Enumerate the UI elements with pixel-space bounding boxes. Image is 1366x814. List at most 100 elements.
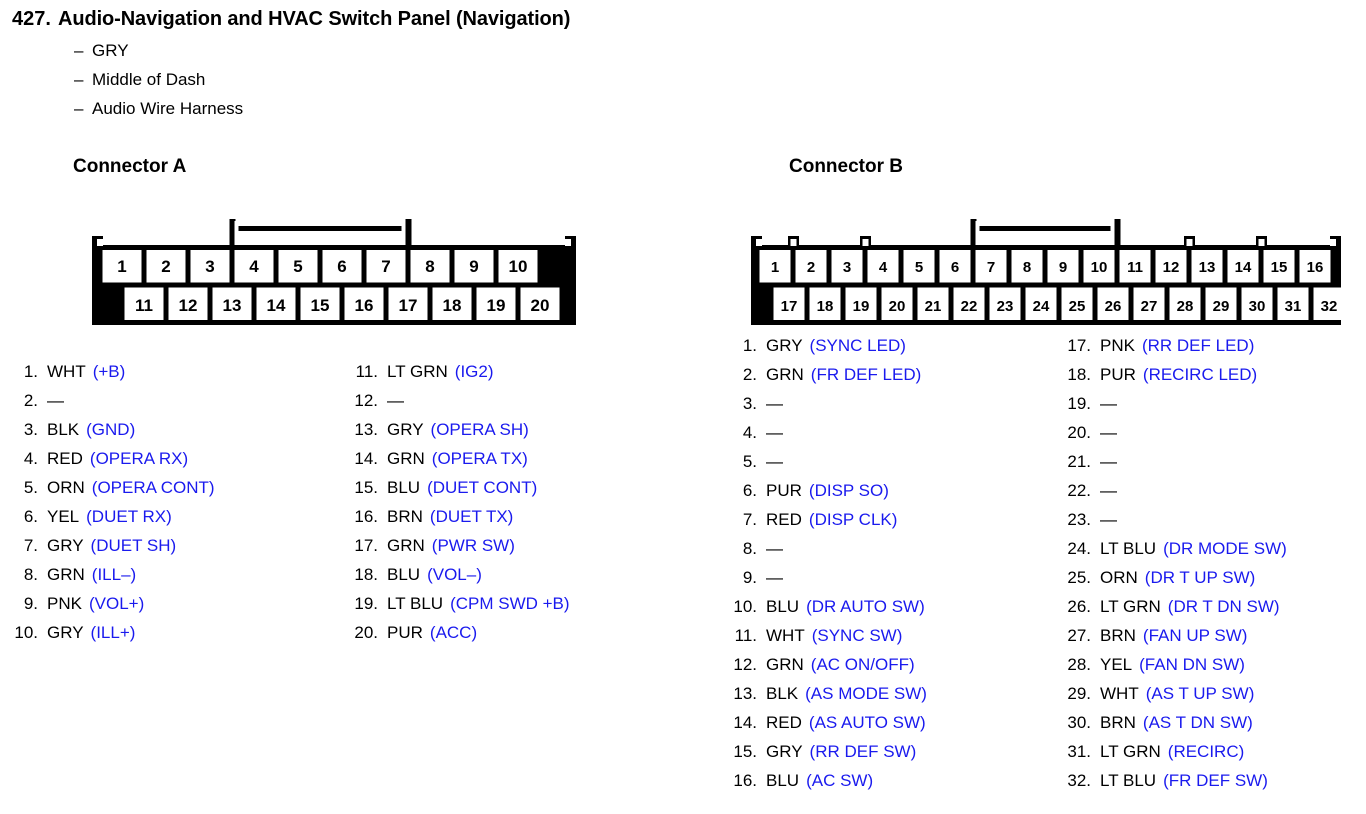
pin-cavity: [102, 250, 142, 283]
pin-signal-name: (OPERA SH): [430, 420, 529, 439]
pin-unused-marker: —: [1100, 481, 1117, 500]
pin-cavity: [146, 250, 186, 283]
pin-number: 22.: [1067, 481, 1091, 500]
pin-cavity: [1061, 287, 1093, 320]
pin-cavity-number: 4: [249, 257, 259, 276]
pin-number: 9.: [742, 568, 757, 587]
pin-wire-color: GRN: [387, 449, 425, 468]
pin-cavity: [278, 250, 318, 283]
section-title: Audio-Navigation and HVAC Switch Panel (…: [58, 8, 571, 30]
pin-cavity: [795, 250, 827, 283]
pin-wire-color: YEL: [1100, 655, 1133, 674]
pin-number: 10.: [733, 597, 757, 616]
pin-number: 26.: [1067, 597, 1091, 616]
pin-number: 5.: [23, 478, 38, 497]
pin-cavity-number: 6: [951, 259, 959, 276]
pin-row: 15.BLU(DUET CONT): [350, 478, 570, 507]
pin-row: 9.—: [729, 568, 927, 597]
pin-cavity: [759, 250, 791, 283]
pin-wire-color: RED: [47, 449, 83, 468]
pin-number: 14.: [733, 713, 757, 732]
pin-number: 16.: [354, 507, 378, 526]
pin-wire-color: PNK: [1100, 336, 1135, 355]
pin-number: 16.: [733, 771, 757, 790]
pin-cavity-number: 14: [267, 296, 286, 315]
pin-cavity: [1097, 287, 1129, 320]
pin-row: 32.LT BLU(FR DEF SW): [1063, 771, 1287, 800]
pin-number: 1.: [742, 336, 757, 355]
pin-cavity-number: 1: [117, 257, 126, 276]
pin-signal-name: (AS MODE SW): [805, 684, 927, 703]
pin-wire-color: GRN: [766, 655, 804, 674]
pin-number: 5.: [742, 452, 757, 471]
pin-row: 23.—: [1063, 510, 1287, 539]
pin-row: 8.—: [729, 539, 927, 568]
pin-number: 17.: [1067, 336, 1091, 355]
pin-signal-name: (DR T DN SW): [1167, 597, 1280, 616]
latch-post-slot: [1110, 221, 1115, 245]
pin-cavity: [410, 250, 450, 283]
pin-cavity-number: 23: [997, 298, 1014, 315]
pin-cavity-number: 8: [425, 257, 434, 276]
pin-cavity-number: 29: [1213, 298, 1230, 315]
pin-wire-color: BLK: [766, 684, 799, 703]
pin-number: 6.: [742, 481, 757, 500]
pin-cavity: [1133, 287, 1165, 320]
pin-cavity: [845, 287, 877, 320]
pin-row: 18.BLU(VOL–): [350, 565, 570, 594]
pin-cavity-number: 7: [987, 259, 995, 276]
pin-row: 24.LT BLU(DR MODE SW): [1063, 539, 1286, 568]
pin-signal-name: (AS T DN SW): [1142, 713, 1253, 732]
latch-post: [1114, 219, 1121, 247]
pin-row: 4.RED(OPERA RX): [12, 449, 215, 478]
pin-number: 32.: [1067, 771, 1091, 790]
pin-number: 9.: [23, 594, 38, 613]
pin-cavity-number: 2: [161, 257, 170, 276]
pin-cavity-number: 24: [1033, 298, 1050, 315]
pin-cavity-number: 20: [889, 298, 906, 315]
pin-signal-name: (OPERA RX): [89, 449, 189, 468]
pin-number: 10.: [14, 623, 38, 642]
pin-row: 27.BRN(FAN UP SW): [1063, 626, 1287, 655]
pin-signal-name: (DUET SH): [90, 536, 177, 555]
pin-wire-color: LT BLU: [1100, 771, 1157, 790]
pin-wire-color: WHT: [766, 626, 805, 645]
pin-row: 7.GRY(DUET SH): [12, 536, 215, 565]
latch-post: [229, 219, 236, 247]
keying-bump-slot: [1186, 239, 1193, 246]
pin-cavity: [1313, 287, 1345, 320]
pin-cavity-number: 27: [1141, 298, 1158, 315]
connector-a-pinlist-column-2: 11.LT GRN(IG2)12.—13.GRY(OPERA SH)14.GRN…: [350, 362, 570, 652]
pin-number: 3.: [742, 394, 757, 413]
pin-wire-color: GRY: [47, 536, 84, 555]
pin-cavity-number: 3: [843, 259, 851, 276]
pin-cavity-number: 12: [179, 296, 198, 315]
pin-signal-name: (DISP SO): [808, 481, 889, 500]
pin-row: 1.GRY(SYNC LED): [729, 336, 927, 365]
pin-cavity-number: 16: [355, 296, 374, 315]
pin-unused-marker: —: [766, 423, 783, 442]
pin-number: 18.: [1067, 365, 1091, 384]
pin-row: 5.ORN(OPERA CONT): [12, 478, 215, 507]
pin-unused-marker: —: [1100, 452, 1117, 471]
pin-number: 13.: [354, 420, 378, 439]
pin-number: 23.: [1067, 510, 1091, 529]
pin-cavity-number: 14: [1235, 259, 1252, 276]
corner-notch-slot: [97, 239, 103, 246]
pin-cavity: [124, 287, 164, 320]
pin-number: 1.: [23, 362, 38, 381]
pin-wire-color: ORN: [1100, 568, 1138, 587]
pin-cavity: [1241, 287, 1273, 320]
pin-number: 29.: [1067, 684, 1091, 703]
pin-cavity: [1047, 250, 1079, 283]
latch-post-slot: [401, 221, 406, 245]
pin-row: 30.BRN(AS T DN SW): [1063, 713, 1287, 742]
connector-b-pinlist-column-2: 17.PNK(RR DEF LED)18.PUR(RECIRC LED)19.—…: [1063, 336, 1287, 800]
pin-cavity: [388, 287, 428, 320]
pin-cavity: [454, 250, 494, 283]
pin-number: 20.: [354, 623, 378, 642]
pin-wire-color: GRN: [766, 365, 804, 384]
pin-row: 14.GRN(OPERA TX): [350, 449, 570, 478]
